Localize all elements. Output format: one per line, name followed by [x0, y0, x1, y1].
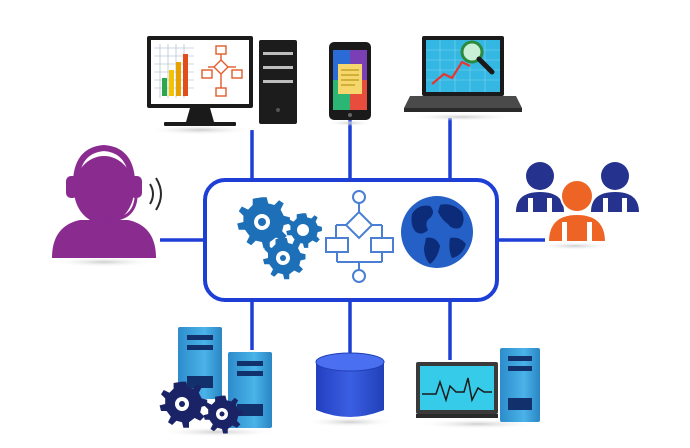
database — [304, 352, 396, 427]
desktop-workstation — [145, 36, 297, 135]
smartphone-icon — [329, 42, 371, 120]
laptop-analytics — [404, 36, 522, 121]
desktop-monitor-with-charts-icon — [147, 36, 253, 126]
user-group — [516, 162, 639, 250]
database-cylinder-icon — [315, 352, 385, 417]
pc-tower-icon — [259, 40, 297, 124]
connector-lines — [160, 118, 545, 360]
laptop-magnifier-chart-icon — [404, 36, 522, 112]
headset-support-agent-icon — [52, 144, 156, 258]
globe-icon — [401, 196, 473, 268]
monitor-waveform-server-icon — [416, 348, 540, 422]
gears-icon — [237, 197, 322, 280]
flowchart-icon — [325, 190, 394, 283]
support-agent — [50, 144, 162, 267]
user-group-icon — [516, 162, 639, 243]
server-with-gears-icon — [159, 327, 272, 434]
monitoring-station — [416, 348, 540, 429]
sound-waves-icon — [149, 177, 162, 211]
server-rack-gears — [158, 327, 278, 437]
smartphone — [328, 42, 372, 126]
central-hub — [203, 178, 499, 302]
